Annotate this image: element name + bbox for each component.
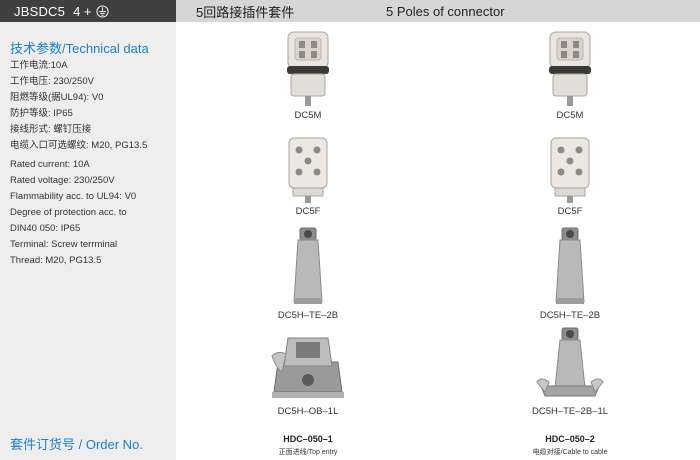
product-dc5f-left: DC5F	[268, 134, 348, 217]
spec-line: 工作电流:10A	[10, 60, 68, 71]
product-housing-ob-left: DC5H–OB–1L	[258, 332, 358, 417]
poles-count: 4 +	[73, 3, 92, 19]
spec-line: Rated voltage: 230/250V	[10, 175, 115, 186]
spec-line: DIN40 050: IP65	[10, 223, 81, 234]
hood-image	[293, 227, 323, 304]
spec-line: Terminal: Screw terrminal	[10, 239, 118, 250]
product-hood-te-left: DC5H–TE–2B	[258, 226, 358, 321]
spec-line: 阻燃等级(据UL94): V0	[10, 92, 104, 103]
product-label: DC5M	[556, 110, 584, 121]
technical-data-title: 技术参数/Technical data	[10, 41, 149, 56]
product-dc5m-left: DC5M	[268, 26, 348, 121]
order-code-top-entry: HDC–050–1	[283, 434, 333, 444]
order-code-cable-to-cable: HDC–050–2	[545, 434, 595, 444]
female-insert-image	[288, 137, 328, 203]
product-label: DC5H–OB–1L	[277, 406, 339, 417]
spec-line: 防护等级: IP65	[10, 108, 73, 119]
hood-image	[555, 227, 585, 304]
product-label: DC5H–TE–2B	[539, 310, 601, 321]
spec-line: 接线形式: 螺钉压接	[10, 124, 92, 135]
spec-line: Thread: M20, PG13.5	[10, 255, 102, 266]
title-en: 5 Poles of connector	[386, 3, 505, 19]
header-code-block: JBSDC5 4 +	[0, 0, 176, 22]
protective-earth-icon	[95, 4, 109, 18]
product-hood-te-right: DC5H–TE–2B	[520, 226, 620, 321]
product-dc5f-right: DC5F	[530, 134, 610, 217]
header-bar: JBSDC5 4 + 5回路接插件套件 5 Poles of connector	[0, 0, 700, 22]
header-title-block: 5回路接插件套件 5 Poles of connector	[176, 0, 700, 22]
spec-line: Degree of protection acc. to	[10, 207, 127, 218]
series-code: JBSDC5	[14, 3, 66, 19]
housing-image	[271, 337, 344, 398]
spec-line: 电缆入口可选螺纹: M20, PG13.5	[10, 140, 148, 151]
product-dc5m-right: DC5M	[530, 26, 610, 121]
spec-line: 工作电压: 230/250V	[10, 76, 94, 87]
male-insert-image	[549, 31, 591, 106]
male-insert-image	[287, 31, 329, 106]
product-label: DC5H–TE–2B–1L	[531, 406, 609, 417]
product-label: DC5H–TE–2B	[277, 310, 339, 321]
title-cn: 5回路接插件套件	[196, 4, 295, 20]
product-label: DC5F	[295, 206, 321, 217]
product-label: DC5M	[294, 110, 322, 121]
spec-list-en: Rated current: 10A Rated voltage: 230/25…	[10, 157, 136, 269]
product-label: DC5F	[557, 206, 583, 217]
spec-panel: 技术参数/Technical data 工作电流:10A 工作电压: 230/2…	[0, 22, 176, 460]
cable-hood-image	[536, 327, 604, 397]
female-insert-image	[550, 137, 590, 203]
order-desc-cable-to-cable: 电缆对接/Cable to cable	[532, 449, 608, 456]
spec-line: Rated current: 10A	[10, 159, 90, 170]
spec-line: Flammability acc. to UL94: V0	[10, 191, 137, 202]
order-desc-top-entry: 正面进线/Top entry	[278, 449, 338, 456]
poles-indicator: 4 +	[73, 3, 109, 19]
order-number-title: 套件订货号 / Order No.	[10, 437, 143, 452]
product-hood-cable-right: DC5H–TE–2B–1L	[520, 326, 620, 417]
spec-list-cn: 工作电流:10A 工作电压: 230/250V 阻燃等级(据UL94): V0 …	[10, 58, 147, 154]
